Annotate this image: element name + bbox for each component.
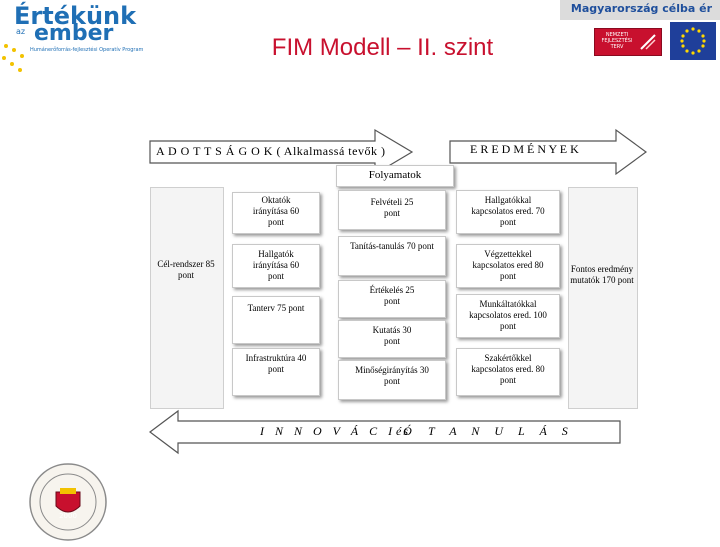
col4-box-4: Szakértőkkel kapcsolatos ered. 80 pont [456, 348, 560, 396]
npt-swoosh-icon [640, 34, 656, 50]
page-title: FIM Modell – II. szint [271, 34, 494, 61]
col4-box-2: Végzettekkel kapcsolatos ered 80 pont [456, 244, 560, 288]
col2-label-4: Infrastruktúra 40 pont [245, 353, 307, 374]
col3-label-1: Felvételi 25 pont [370, 197, 414, 218]
eu-flag-icon [670, 22, 716, 60]
col2-box-2: Hallgatók irányítása 60 pont [232, 244, 320, 288]
col3-box-2: Tanítás-tanulás 70 pont [338, 236, 446, 276]
and-label: és [396, 424, 410, 438]
col3-box-1: Felvételi 25 pont [338, 190, 446, 230]
learning-label: T A N U L Á S [428, 424, 574, 438]
col3-label-5: Minőségirányítás 30 pont [355, 365, 429, 386]
col3-label-4: Kutatás 30 pont [372, 325, 412, 346]
logo-word-ertekunk: Értékünk [14, 2, 137, 30]
col3-box-4: Kutatás 30 pont [338, 320, 446, 358]
enablers-arrow [149, 128, 414, 176]
logo-subtitle: Humánerőforrás-fejlesztési Operatív Prog… [30, 47, 144, 53]
col2-label-1: Oktatók irányítása 60 pont [252, 195, 300, 227]
col4-box-3: Munkáltatókkal kapcsolatos ered. 100 pon… [456, 294, 560, 338]
logo-word-az: az [16, 27, 26, 36]
slogan-text: Magyarország célba ér [570, 2, 712, 15]
col4-label-4: Szakértőkkel kapcsolatos ered. 80 pont [471, 353, 545, 385]
processes-label: Folyamatok [368, 169, 422, 181]
col3-box-3: Értékelés 25 pont [338, 280, 446, 318]
col3-label-2: Tanítás-tanulás 70 pont [350, 241, 434, 251]
col2-label-3: Tanterv 75 pont [247, 303, 305, 313]
goal-system-label: Cél-rendszer 85 pont [157, 259, 215, 280]
results-label: E R E D M É N Y E K [470, 142, 579, 156]
col3-box-5: Minőségirányítás 30 pont [338, 360, 446, 400]
innovation-label: I N N O V Á C I Ó [260, 424, 416, 438]
program-logo: Értékünk az ember Humánerőforrás-fejlesz… [0, 0, 150, 75]
npt-logo-text: NEMZETI FEJLESZTÉSI TERV [601, 32, 633, 50]
slogan-banner: Magyarország célba ér [560, 0, 720, 20]
col2-label-2: Hallgatók irányítása 60 pont [252, 249, 300, 281]
col4-label-1: Hallgatókkal kapcsolatos ered. 70 pont [471, 195, 545, 227]
enablers-label: A D O T T S Á G O K ( Alkalmassá tevők ) [156, 144, 386, 158]
col2-box-1: Oktatók irányítása 60 pont [232, 192, 320, 234]
logo-word-ember: ember [34, 21, 114, 46]
col2-box-3: Tanterv 75 pont [232, 296, 320, 344]
col3-label-3: Értékelés 25 pont [369, 285, 415, 306]
results-arrow [449, 128, 648, 176]
npt-logo: NEMZETI FEJLESZTÉSI TERV [594, 28, 662, 56]
col4-label-3: Munkáltatókkal kapcsolatos ered. 100 pon… [469, 299, 547, 331]
enablers-column [150, 187, 224, 409]
key-results-column [568, 187, 638, 409]
logo-stars-icon [2, 44, 24, 72]
college-seal: 2000 [28, 462, 108, 542]
processes-header: Folyamatok [336, 165, 454, 187]
col4-box-1: Hallgatókkal kapcsolatos ered. 70 pont [456, 190, 560, 234]
col2-box-4: Infrastruktúra 40 pont [232, 348, 320, 396]
seal-year: 2000 [59, 512, 77, 520]
col4-label-2: Végzettekkel kapcsolatos ered 80 pont [472, 249, 544, 281]
innovation-arrow [149, 409, 621, 455]
key-results-label: Fontos eredmény mutatók 170 pont [570, 264, 634, 285]
